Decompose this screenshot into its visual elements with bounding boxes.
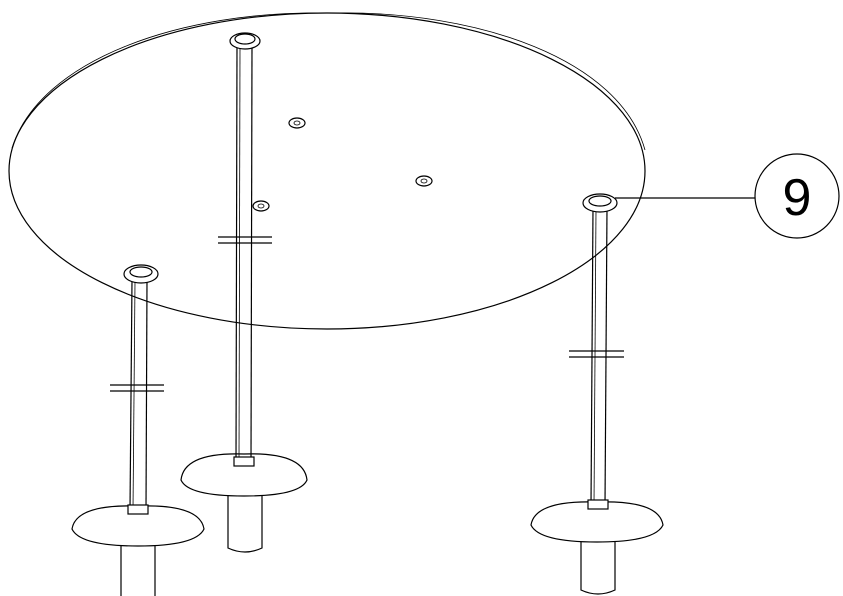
base-flange bbox=[71, 505, 205, 547]
support-left bbox=[71, 264, 205, 596]
support-rod bbox=[235, 44, 253, 463]
rod-cap bbox=[229, 32, 261, 50]
rod-cap bbox=[582, 193, 618, 213]
support-right bbox=[530, 193, 664, 595]
support-middle bbox=[180, 32, 308, 553]
mounting-hole bbox=[252, 200, 270, 212]
tabletop bbox=[8, 12, 646, 330]
callout-label: 9 bbox=[783, 169, 812, 227]
mounting-hole bbox=[415, 175, 433, 187]
base-flange bbox=[180, 453, 308, 497]
rod-cap bbox=[123, 264, 159, 284]
base-flange bbox=[530, 501, 664, 543]
callout: 9 bbox=[615, 153, 840, 239]
support-rod bbox=[129, 279, 148, 511]
mounting-hole bbox=[288, 117, 306, 129]
